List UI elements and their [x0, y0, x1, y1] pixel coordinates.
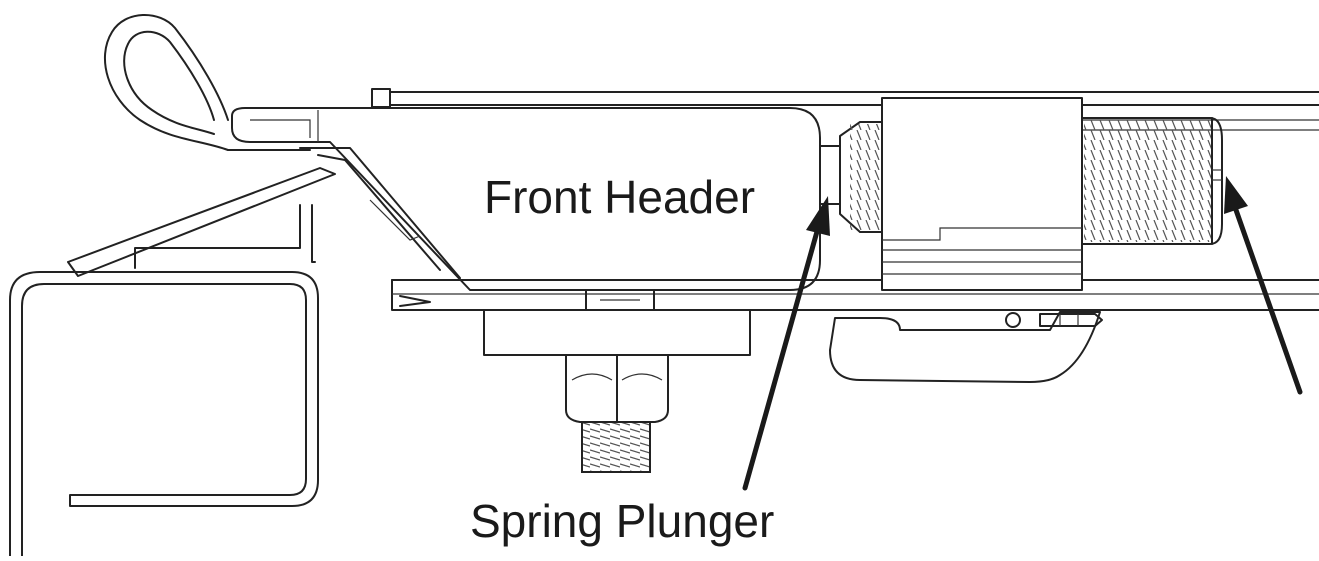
- leader-arrow-right: [1224, 176, 1303, 395]
- front-header-body: [231, 107, 821, 291]
- spring-plunger-right-thread: [1081, 117, 1223, 245]
- spring-plunger-block: [881, 97, 1083, 291]
- latch-plate: [67, 167, 336, 277]
- hitch-pin-loop: [103, 14, 311, 151]
- front-header-label: Front Header: [484, 171, 755, 223]
- leader-arrow-spring-plunger: [742, 196, 830, 491]
- spring-plunger-label: Spring Plunger: [470, 495, 774, 547]
- left-bracket: [9, 271, 319, 557]
- spring-plunger-left-thread: [819, 121, 883, 233]
- latch-bracket: [829, 311, 1103, 383]
- base-plate: [391, 279, 1319, 311]
- weld-nut-assembly: [483, 289, 751, 473]
